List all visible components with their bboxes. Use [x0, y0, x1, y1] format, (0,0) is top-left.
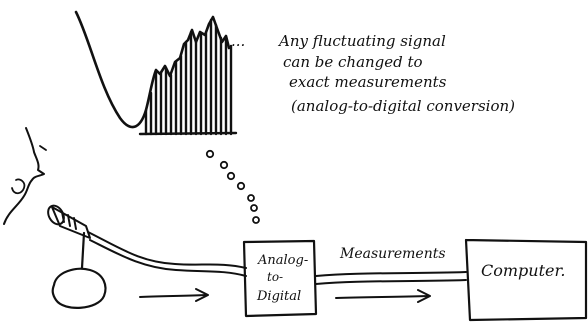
signal-continuation: ...: [231, 32, 246, 50]
speaker-mouth: [11, 178, 26, 195]
converter-label-line: Analog-: [258, 253, 309, 268]
data-cable: [315, 271, 467, 277]
computer-label: Computer.: [481, 261, 566, 280]
microphone-base: [51, 267, 107, 309]
note-line: can be changed to: [283, 53, 423, 71]
note-line: Any fluctuating signal: [279, 32, 446, 50]
sample-bars: [144, 18, 233, 136]
note-line: (analog-to-digital conversion): [291, 97, 516, 115]
input-arrow: [139, 288, 209, 302]
thought-bubbles: [205, 149, 260, 224]
converter-label-line: Digital: [257, 289, 302, 304]
mic-cable: [87, 231, 247, 269]
converter-label-line: to-: [267, 270, 284, 284]
output-arrow: [335, 289, 431, 303]
note-line: exact measurements: [289, 73, 447, 91]
converter-box: [242, 239, 318, 318]
speaker-eye: [39, 145, 47, 151]
microphone: [47, 204, 91, 270]
data-cable-shadow: [315, 279, 467, 285]
mic-cable-shadow: [89, 239, 247, 277]
sample-baseline: [138, 131, 238, 136]
computer-box: [464, 238, 588, 322]
analog-waveform: [74, 10, 231, 129]
measurements-label: Measurements: [340, 246, 446, 262]
speaker-face: [3, 127, 45, 225]
